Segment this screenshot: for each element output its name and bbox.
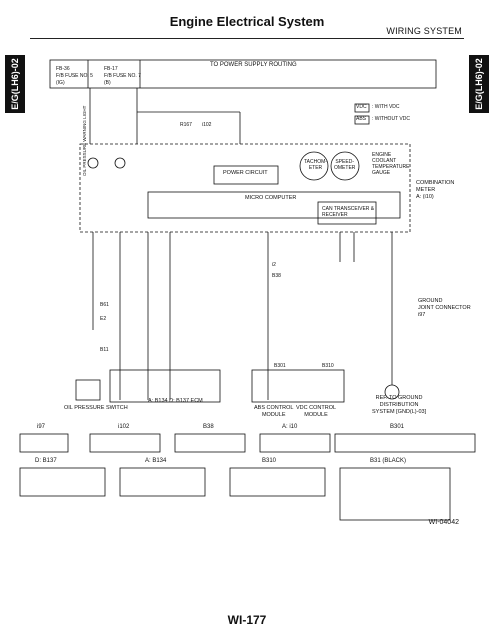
- connector-b310: B310: [322, 363, 334, 369]
- connector-i102: i102: [202, 122, 212, 128]
- power-circuit-label: POWER CIRCUIT: [223, 170, 268, 176]
- can-transceiver-label: CAN TRANSCEIVER &RECEIVER: [322, 206, 375, 218]
- ecm-label: A: B134 D: B137 ECM: [148, 398, 203, 404]
- left-side-tab: E/G(LH6)-02: [5, 55, 25, 113]
- oil-light-label: OIL PRESSURE WARNING LIGHT: [82, 105, 87, 176]
- header-rule: [30, 38, 464, 39]
- table-label-b301: B301: [390, 424, 405, 430]
- table-label-b310: B310: [262, 458, 277, 464]
- connector-i2: i2: [272, 262, 276, 268]
- abs-legend-box: [354, 115, 370, 125]
- page-number: WI-177: [227, 613, 267, 627]
- vdc-legend-text: : WITH VDC: [372, 104, 400, 110]
- table-label-i97: i97: [37, 424, 46, 430]
- connector-b61: B61: [100, 302, 109, 308]
- table-label-i102: i102: [118, 424, 130, 430]
- page-title: Engine Electrical System: [169, 14, 325, 29]
- oil-switch-label: OIL PRESSURE SWITCH: [64, 405, 128, 411]
- power-routing-label: TO POWER SUPPLY ROUTING: [210, 62, 297, 68]
- vdc-legend-box: [354, 103, 370, 113]
- micro-computer-box: [147, 191, 401, 219]
- oil-pressure-switch-box: [75, 379, 101, 401]
- connector-b38: B38: [272, 273, 281, 279]
- micro-computer-label: MICRO COMPUTER: [245, 195, 297, 201]
- can-transceiver-box: [317, 201, 377, 225]
- tachometer-label: TACHOM-ETER: [304, 159, 327, 171]
- vdc-legend-tag: VDC: [356, 104, 367, 110]
- connector-e2: E2: [100, 316, 107, 322]
- table-label-b134: A: B134: [145, 458, 167, 464]
- connector-r167: R167: [180, 122, 192, 128]
- section-title: WIRING SYSTEM: [386, 26, 462, 36]
- figure-code: WI-04042: [428, 519, 459, 526]
- tachometer-gauge: [299, 151, 329, 181]
- abs-vdc-module-box: [251, 369, 345, 403]
- speedometer-label: SPEED-OMETER: [334, 159, 356, 171]
- abs-legend-tag: ABS: [356, 116, 367, 122]
- ecm-box: [109, 369, 221, 403]
- power-routing-frame: [49, 59, 437, 89]
- connector-b11: B11: [100, 347, 109, 353]
- table-label-i10: A: i10: [282, 424, 298, 430]
- ground-symbol: [384, 384, 400, 400]
- power-circuit-box: [213, 165, 279, 185]
- speedometer-gauge: [330, 151, 360, 181]
- table-label-b31: B31 (BLACK): [370, 458, 407, 464]
- mil-lamp: [114, 157, 126, 169]
- oil-warning-lamp: [87, 157, 99, 169]
- combination-meter-frame: [79, 143, 411, 233]
- connector-b301: B301: [274, 363, 286, 369]
- abs-legend-text: : WITHOUT VDC: [372, 116, 410, 122]
- table-label-b38: B38: [203, 424, 214, 430]
- right-side-tab: E/G(LH6)-02: [469, 55, 489, 113]
- table-label-b137: D: B137: [35, 458, 57, 464]
